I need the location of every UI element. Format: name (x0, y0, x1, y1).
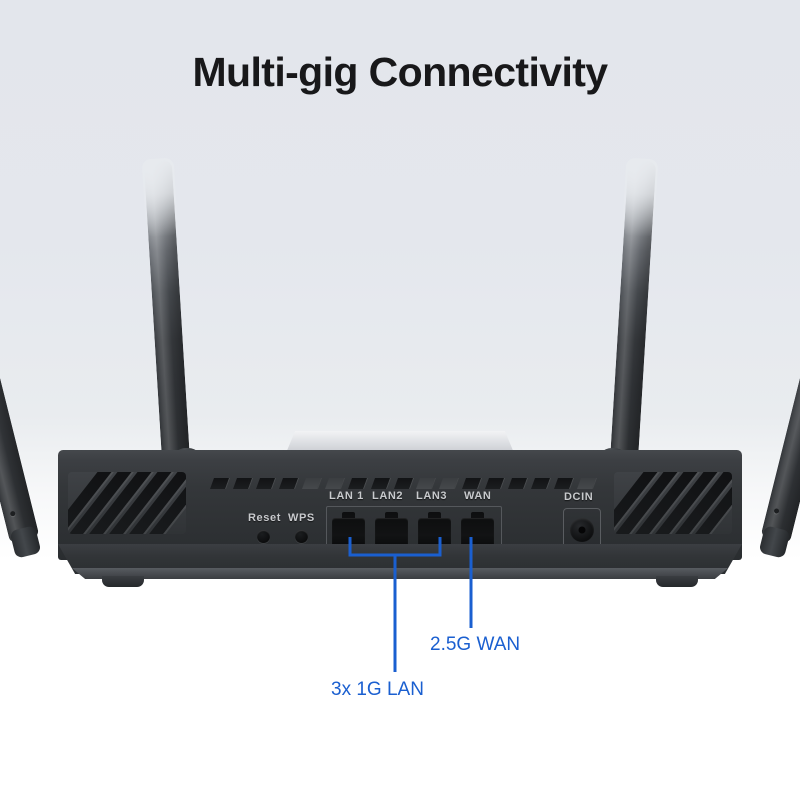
lan3-label: LAN3 (416, 490, 448, 502)
page-title: Multi-gig Connectivity (192, 49, 609, 95)
antenna-outer-right (758, 175, 800, 559)
router-rear-panel: Reset WPS LAN 1 LAN2 LAN3 WAN (58, 450, 742, 560)
lan1-label: LAN 1 (329, 490, 364, 502)
router-foot-right (656, 576, 698, 587)
vent-grille-right (614, 472, 732, 534)
dcin-label: DCIN (564, 491, 594, 503)
lan1-port[interactable] (332, 512, 365, 550)
antenna-tip-fade (621, 157, 659, 238)
wan-label: WAN (464, 490, 492, 502)
antenna-inner-right (610, 157, 659, 461)
router-foot-left (102, 576, 144, 587)
wps-label: WPS (288, 512, 315, 524)
vent-grille-left (68, 472, 186, 534)
router-top-surface (286, 431, 514, 453)
reset-button[interactable] (257, 530, 270, 543)
antenna-tip-fade (141, 157, 179, 238)
wan-callout-label: 2.5G WAN (430, 634, 521, 655)
reset-label: Reset (248, 512, 281, 524)
lan2-port[interactable] (375, 512, 408, 550)
antenna-outer-left (0, 175, 42, 559)
antenna-rod (0, 175, 40, 544)
lan3-port[interactable] (418, 512, 451, 550)
antenna-hinge (758, 525, 791, 559)
antenna-rod (760, 175, 800, 544)
router-bottom-bevel (72, 568, 728, 579)
wps-button[interactable] (295, 530, 308, 543)
lan2-label: LAN2 (372, 490, 404, 502)
wan-port[interactable] (461, 512, 494, 550)
barrel-pin-icon (578, 526, 586, 534)
lan-callout-label: 3x 1G LAN (331, 679, 424, 700)
antenna-inner-left (141, 157, 190, 461)
router-body: Reset WPS LAN 1 LAN2 LAN3 WAN (58, 431, 742, 587)
